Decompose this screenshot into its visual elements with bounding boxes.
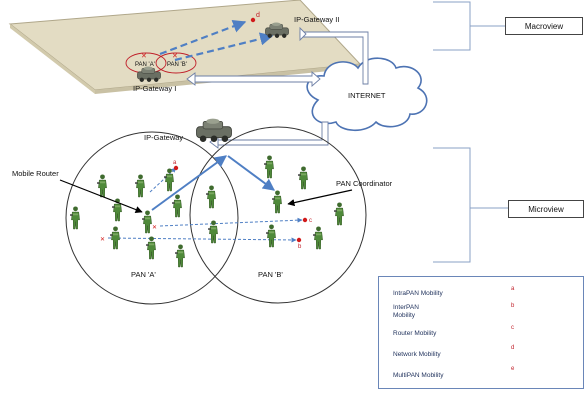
- legend-label-router: Router Mobility: [393, 330, 437, 337]
- gateway-label: IP-Gateway: [144, 133, 183, 142]
- pan-coordinator-soldier: [272, 190, 283, 214]
- gateway-2-label: IP-Gateway II: [294, 15, 339, 24]
- router-mobility-arrow: [159, 217, 303, 227]
- svg-text:✕: ✕: [100, 237, 105, 243]
- microview-bracket: [433, 147, 471, 263]
- legend-letter-c: c: [511, 325, 514, 331]
- legend-label-intrapan: IntraPAN Mobility: [393, 290, 443, 297]
- microview-box: Microview: [508, 200, 584, 218]
- gateway-1-label: IP-Gateway I: [133, 84, 176, 93]
- intrapan-arrow: [149, 167, 177, 193]
- multipan-arrow-2: [227, 155, 275, 191]
- mini-pan-b-label: PAN 'B': [167, 62, 187, 68]
- internet-cloud: [306, 57, 428, 132]
- legend-label-multipan: MultiPAN Mobility: [393, 372, 444, 379]
- mobile-router-soldier: [142, 210, 153, 234]
- legend-label-network: Network Mobility: [393, 351, 441, 358]
- svg-text:✕: ✕: [152, 225, 157, 231]
- interpan-arrow: [107, 237, 297, 243]
- pan-b-circle: [189, 126, 367, 304]
- x-mark: ✕: [141, 53, 147, 60]
- legend-box: IntraPAN Mobility a InterPAN Mobility b …: [378, 276, 584, 389]
- marker-letter-b: b: [298, 244, 302, 250]
- pan-a-label: PAN 'A': [131, 270, 156, 279]
- mobile-router-label: Mobile Router: [12, 169, 59, 178]
- x-mark: ✕: [172, 53, 178, 60]
- mini-pan-b-ellipse: [155, 52, 197, 74]
- multipan-arrow-1: [151, 155, 227, 211]
- marker-letter-a: a: [173, 160, 177, 166]
- legend-letter-b: b: [511, 303, 515, 309]
- legend-letter-e: e: [511, 366, 515, 372]
- marker-letter-c: c: [309, 218, 312, 224]
- marker-letter-d: d: [256, 12, 260, 19]
- pan-a-circle: [65, 131, 239, 305]
- internet-label: INTERNET: [348, 91, 386, 100]
- pan-coordinator-label: PAN Coordinator: [336, 179, 393, 188]
- gateway-vehicle: [195, 118, 233, 142]
- legend-letter-d: d: [511, 345, 515, 351]
- legend-label-interpan: InterPAN Mobility: [393, 304, 419, 319]
- marker-dot-d: [250, 17, 256, 23]
- macroview-box: Macroview: [505, 17, 583, 35]
- pan-b-label: PAN 'B': [258, 270, 283, 279]
- network-mobility-arrow-2: [174, 32, 274, 62]
- macroview-bracket: [433, 1, 471, 51]
- network-mobility-arrow-1: [159, 20, 247, 56]
- legend-letter-a: a: [511, 286, 515, 292]
- mini-pan-a-label: PAN 'A': [135, 62, 155, 68]
